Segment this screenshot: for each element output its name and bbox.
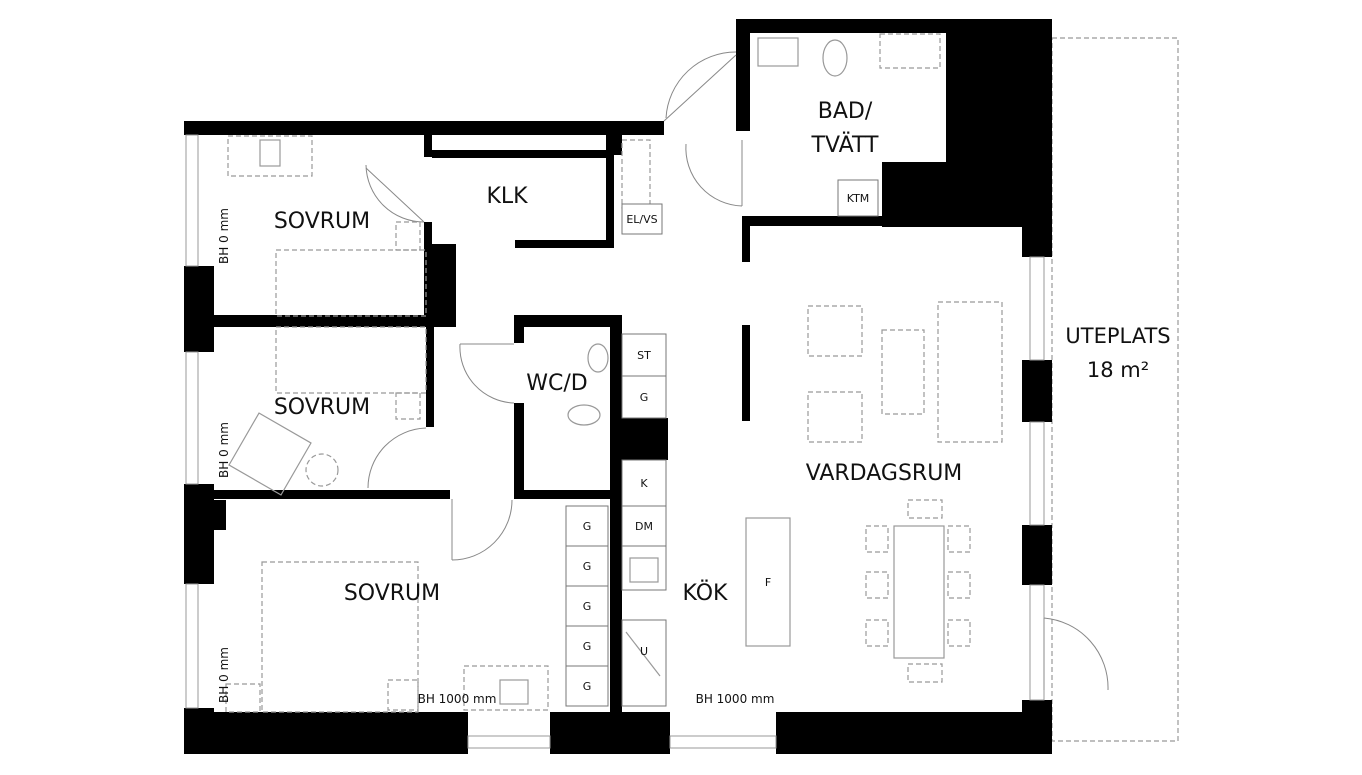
sill-height-label-kitchen: BH 1000 mm	[696, 692, 775, 706]
fixture-label-g-1: G	[583, 520, 592, 533]
fixture-label-g-3: G	[583, 600, 592, 613]
doors	[365, 51, 1109, 691]
sill-height-label-2: BH 0 mm	[217, 422, 231, 478]
terrace-label-line1: UTEPLATS	[1065, 324, 1170, 348]
furniture	[225, 33, 1003, 713]
fixture-label-g-4: G	[583, 640, 592, 653]
room-label-bath-line2: TVÄTT	[811, 132, 879, 158]
sill-height-label-3: BH 0 mm	[217, 647, 231, 703]
fixture-label-f: F	[765, 576, 771, 589]
dm-box	[621, 505, 667, 547]
windows	[185, 134, 1045, 749]
fixture-label-g-5: G	[583, 680, 592, 693]
outer-walls	[184, 19, 1052, 754]
sink-box	[621, 545, 667, 591]
room-label-living: VARDAGSRUM	[806, 461, 963, 486]
room-label-bath-line1: BAD/	[818, 99, 873, 124]
room-label-closet: KLK	[486, 184, 528, 209]
fixture-label-g-2: G	[583, 560, 592, 573]
room-label-bedroom-1: SOVRUM	[274, 209, 370, 234]
sill-height-label-1: BH 0 mm	[217, 208, 231, 264]
fixture-label-k: K	[640, 477, 648, 490]
k-box	[621, 459, 667, 507]
fixture-label-washer: KTM	[847, 192, 870, 205]
washer-box	[837, 179, 879, 217]
interior-walls	[214, 121, 1022, 715]
room-label-wc: WC/D	[526, 371, 587, 396]
st-box	[621, 333, 667, 377]
u-box	[621, 619, 667, 707]
sill-height-label-bedroom: BH 1000 mm	[418, 692, 497, 706]
terrace-outline	[1051, 37, 1179, 742]
electrical-cabinet	[621, 203, 663, 235]
room-label-bedroom-2: SOVRUM	[274, 395, 370, 420]
terrace-label-line2: 18 m²	[1087, 358, 1149, 382]
g-box-wc	[621, 375, 667, 419]
fixture-label-g-wc: G	[640, 391, 649, 404]
room-label-kitchen: KÖK	[683, 580, 729, 606]
fixture-label-u: U	[640, 645, 648, 658]
room-label-bedroom-3: SOVRUM	[344, 581, 440, 606]
fixture-label-electrical: EL/VS	[626, 213, 657, 226]
fixture-label-dm: DM	[635, 520, 653, 533]
appliances	[565, 179, 879, 707]
fixture-label-st: ST	[637, 349, 651, 362]
